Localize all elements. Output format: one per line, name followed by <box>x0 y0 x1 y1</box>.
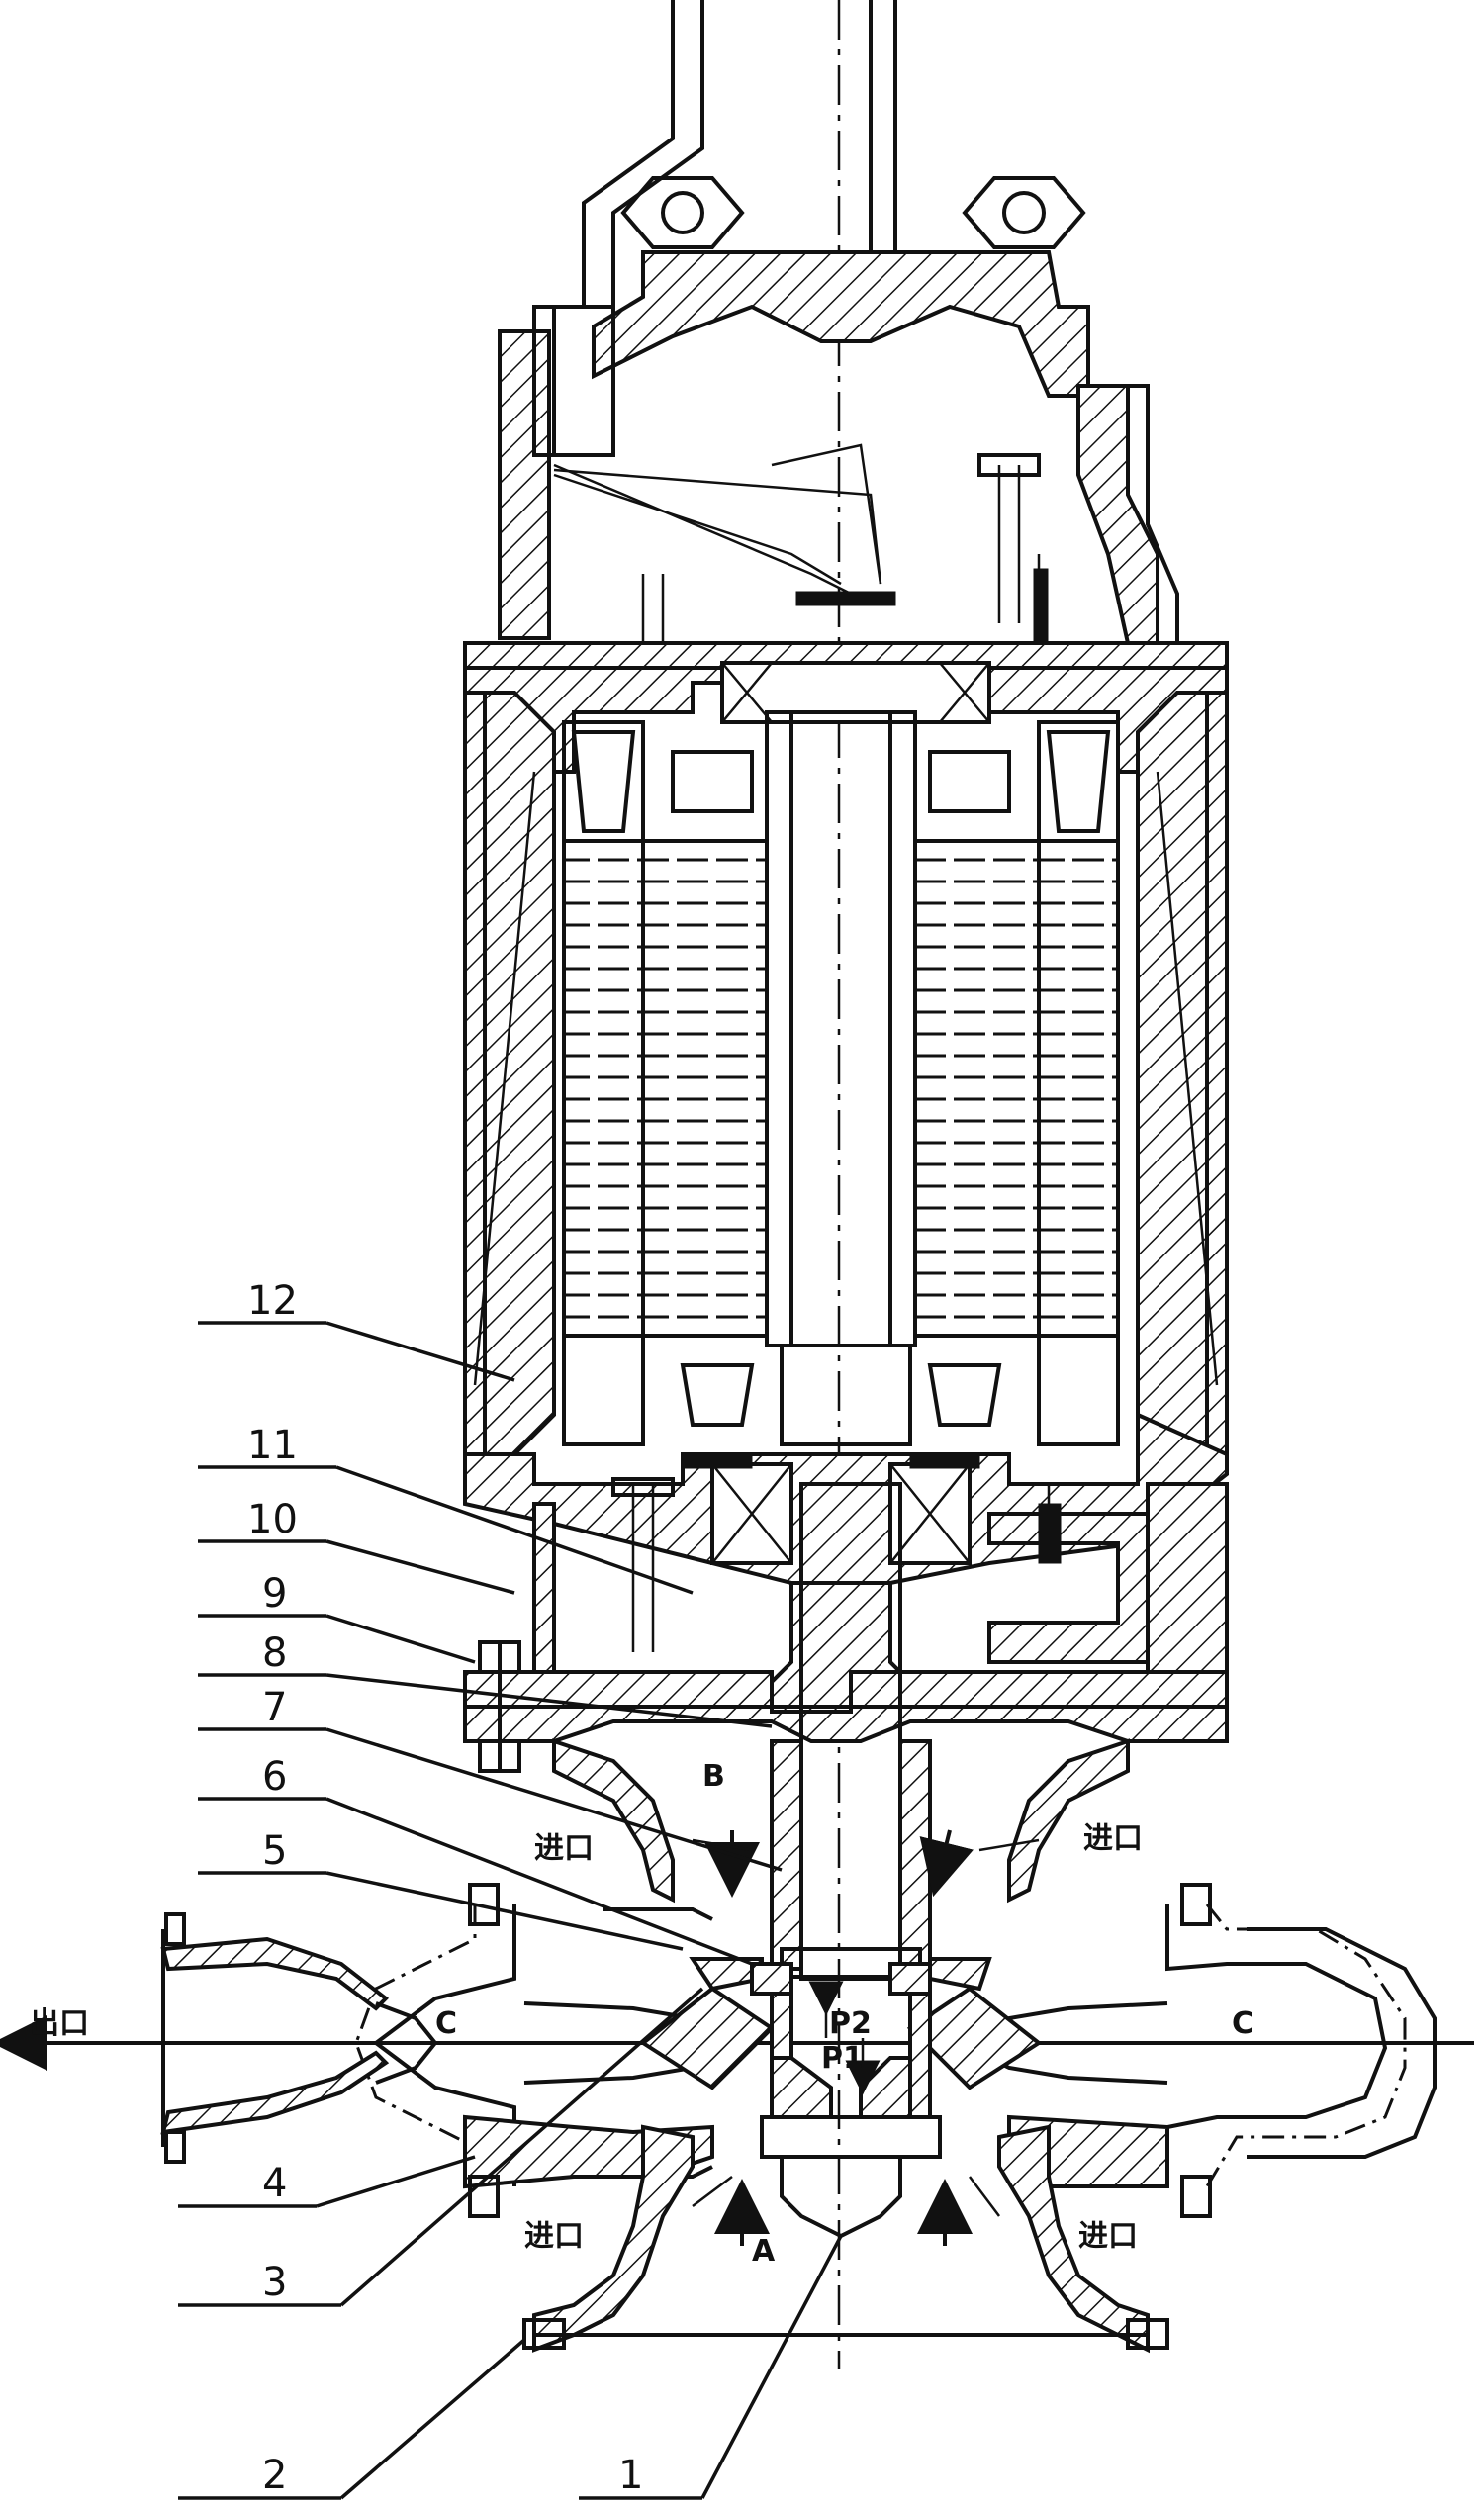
rotor-left <box>641 750 769 1427</box>
inlet-label-lower-left: 进口 <box>524 2219 584 2254</box>
part-number-5: 5 <box>262 1828 287 1874</box>
part-number-7: 7 <box>262 1685 287 1730</box>
motor-shaft <box>765 710 917 1446</box>
part-number-10: 10 <box>247 1497 298 1542</box>
inlet-arrows <box>692 1829 1040 2246</box>
part-number-3: 3 <box>262 2260 287 2305</box>
stator-left <box>562 720 645 1446</box>
leader-lines <box>178 1321 843 2500</box>
zone-label-c-left: C <box>435 2006 457 2041</box>
zone-label-c-right: C <box>1232 2006 1253 2041</box>
inlet-label-lower-right: 进口 <box>1078 2219 1138 2254</box>
part-number-2: 2 <box>262 2453 287 2498</box>
junction-box-cover <box>498 250 1179 645</box>
part-number-4: 4 <box>262 2161 287 2206</box>
lower-suction-bell-right <box>997 2124 1150 2354</box>
part-number-9: 9 <box>262 1571 287 1617</box>
force-label-p1: P1 <box>821 2041 864 2076</box>
zone-label-a: A <box>752 2234 776 2269</box>
lower-suction-bell-left <box>532 2124 695 2353</box>
volute-casing-right <box>1007 1883 1437 2218</box>
cable-pipe <box>582 0 897 307</box>
inlet-label-upper-left: 进口 <box>534 1831 594 1866</box>
lower-bearing-housing <box>463 1411 1229 1585</box>
impeller-nut <box>780 2157 902 2239</box>
lifting-eye-right <box>962 176 1086 249</box>
part-number-8: 8 <box>262 1630 287 1676</box>
part-number-11: 11 <box>247 1423 298 1468</box>
lower-base-flange <box>522 2318 1169 2350</box>
pressure-arrows <box>808 1981 881 2095</box>
rotor-right <box>913 750 1041 1427</box>
part-number-12: 12 <box>247 1278 298 1324</box>
part-number-6: 6 <box>262 1754 287 1800</box>
wear-rings <box>750 1962 932 1996</box>
pump-shaft <box>760 1482 942 2159</box>
upper-suction-bell-left <box>552 1738 675 1904</box>
upper-suction-bell-right <box>1007 1738 1130 1904</box>
outlet-label: 出口 <box>30 2006 89 2041</box>
force-label-p2: P2 <box>829 2006 872 2041</box>
discharge-nozzle <box>160 1912 438 2164</box>
inlet-label-upper-right: 进口 <box>1083 1821 1143 1856</box>
stator-right <box>1037 720 1120 1446</box>
lifting-eye-left <box>620 176 745 249</box>
part-number-1: 1 <box>618 2453 643 2498</box>
zone-label-b: B <box>702 1759 725 1794</box>
